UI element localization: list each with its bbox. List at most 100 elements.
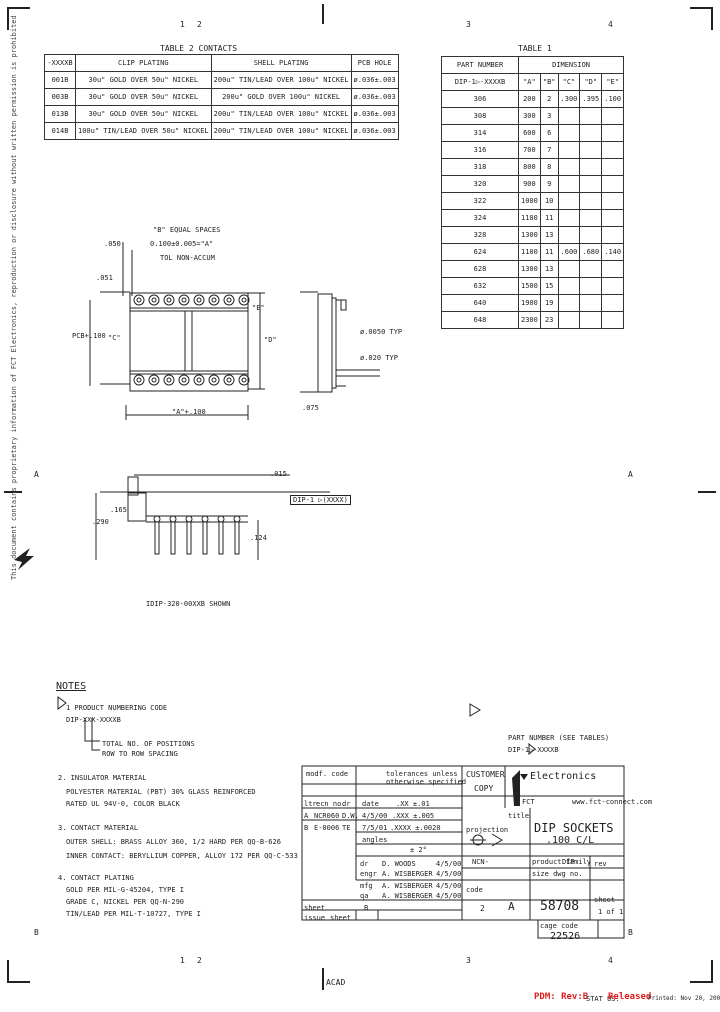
- table-cell: [601, 124, 625, 142]
- tb-dwg-label: size dwg no.: [532, 870, 583, 878]
- profile-view: [95, 474, 330, 560]
- table-cell: [557, 107, 581, 125]
- note-line: TIN/LEAD PER MIL-T-10727, TYPE I: [66, 910, 201, 918]
- tb-approval: 4/5/00: [436, 892, 462, 900]
- pdm-rev: PDM: Rev:B: [534, 992, 589, 1002]
- table-cell: 10: [539, 192, 559, 210]
- pins-profile: [153, 515, 241, 555]
- table-cell: 1100: [518, 209, 541, 227]
- dim-015: .015: [270, 470, 287, 478]
- note-line: GOLD PER MIL-G-45204, TYPE I: [66, 886, 185, 894]
- table-cell: [601, 107, 625, 125]
- table-cell: 001B: [44, 71, 76, 89]
- table2-header-row: -XXXXB CLIP PLATING SHELL PLATING PCB HO…: [44, 54, 399, 72]
- side-view: [300, 291, 380, 393]
- table-cell: 1300: [518, 260, 541, 278]
- table1-pn-header: PART NUMBER: [441, 56, 519, 74]
- table-cell: [601, 277, 625, 295]
- tb-product-family-val: DIP: [562, 858, 575, 866]
- table1-header-row: PART NUMBER DIMENSION: [441, 56, 625, 74]
- dim-290: .290: [92, 518, 109, 526]
- grid-left-b: B: [34, 928, 39, 937]
- table2-title: TABLE 2 CONTACTS: [160, 44, 238, 53]
- note-line: GRADE C, NICKEL PER QQ-N-290: [66, 898, 185, 906]
- grid-bottom-4: 4: [608, 956, 613, 965]
- table-cell: [557, 277, 581, 295]
- grid-right-a: A: [628, 470, 633, 479]
- tb-pn-header: PART NUMBER (SEE TABLES): [508, 734, 610, 742]
- tb-rev-cell: TE: [342, 824, 351, 832]
- table2-header: PCB HOLE: [350, 54, 399, 72]
- tb-dwg-prefix: 2: [480, 904, 485, 913]
- table1-dim-header: DIMENSION: [517, 56, 625, 74]
- tb-mod-code: modf. code: [306, 770, 349, 778]
- dim-a-plus: "A"+.100: [172, 408, 206, 416]
- tb-projection: projection: [466, 826, 509, 834]
- tb-sheet-val: 1 of 1: [598, 908, 624, 916]
- table-cell: [601, 226, 625, 244]
- table1-subheader: "C": [557, 73, 581, 91]
- table-cell: [557, 141, 581, 159]
- table-cell: [579, 226, 603, 244]
- table-cell: [601, 294, 625, 312]
- table-cell: 1100: [518, 243, 541, 261]
- table-cell: 640: [441, 294, 519, 312]
- table-cell: 200u" TIN/LEAD OVER 100u" NICKEL: [210, 71, 352, 89]
- table-cell: 2: [539, 90, 559, 108]
- dim-equal-spaces: "B" EQUAL SPACES: [153, 226, 221, 234]
- table-cell: [579, 209, 603, 227]
- tb-approval: 4/5/00: [436, 860, 462, 868]
- note-line: ROW TO ROW SPACING: [102, 750, 178, 758]
- tb-sheet-b-val: sheet: [330, 914, 352, 922]
- table2-header: -XXXXB: [44, 54, 76, 72]
- table2-header: CLIP PLATING: [75, 54, 212, 72]
- table-cell: 200: [518, 90, 541, 108]
- dim-pcb: PCB+.100: [72, 332, 106, 340]
- table-cell: 316: [441, 141, 519, 159]
- projection-symbol: [469, 703, 536, 847]
- table-cell: 1300: [518, 226, 541, 244]
- grid-left-a: A: [34, 470, 39, 479]
- dim-d: "D": [264, 336, 277, 344]
- table-cell: [601, 175, 625, 193]
- tb-tol-unless: tolerances unless: [386, 770, 458, 778]
- table-cell: [579, 124, 603, 142]
- table1-subheader: "E": [601, 73, 625, 91]
- tb-sheet-b: issue: [304, 914, 326, 922]
- table-cell: .140: [601, 243, 625, 261]
- tb-subtitle: .100 C/L: [546, 835, 595, 846]
- table-cell: 13: [539, 260, 559, 278]
- table-cell: [579, 141, 603, 159]
- table-cell: [579, 260, 603, 278]
- note-line: TOTAL NO. OF POSITIONS: [102, 740, 195, 748]
- table-cell: 648: [441, 311, 519, 329]
- tb-title: DIP SOCKETS: [534, 821, 614, 835]
- table1-subheader: "A": [518, 73, 541, 91]
- table-cell: 23: [539, 311, 559, 329]
- table-cell: 328: [441, 226, 519, 244]
- note-line: 1 PRODUCT NUMBERING CODE: [66, 704, 168, 712]
- dim-tol-noncum: TOL NON-ACCUM: [160, 254, 215, 262]
- view-shown-caption: IDIP-320-00XXB SHOWN: [146, 600, 231, 608]
- table-cell: 3: [539, 107, 559, 125]
- tb-approval: A. WISBERGER: [382, 892, 433, 900]
- note-line: OUTER SHELL: BRASS ALLOY 360, 1/2 HARD P…: [66, 838, 281, 846]
- table-cell: [579, 107, 603, 125]
- table-cell: 19: [539, 294, 559, 312]
- table-cell: [601, 192, 625, 210]
- tb-approval: A. WISBERGER: [382, 870, 433, 878]
- table-cell: ø.036±.003: [350, 122, 399, 140]
- table-cell: .600: [557, 243, 581, 261]
- tb-approval: 4/5/00: [436, 870, 462, 878]
- table-cell: ø.036±.003: [350, 88, 399, 106]
